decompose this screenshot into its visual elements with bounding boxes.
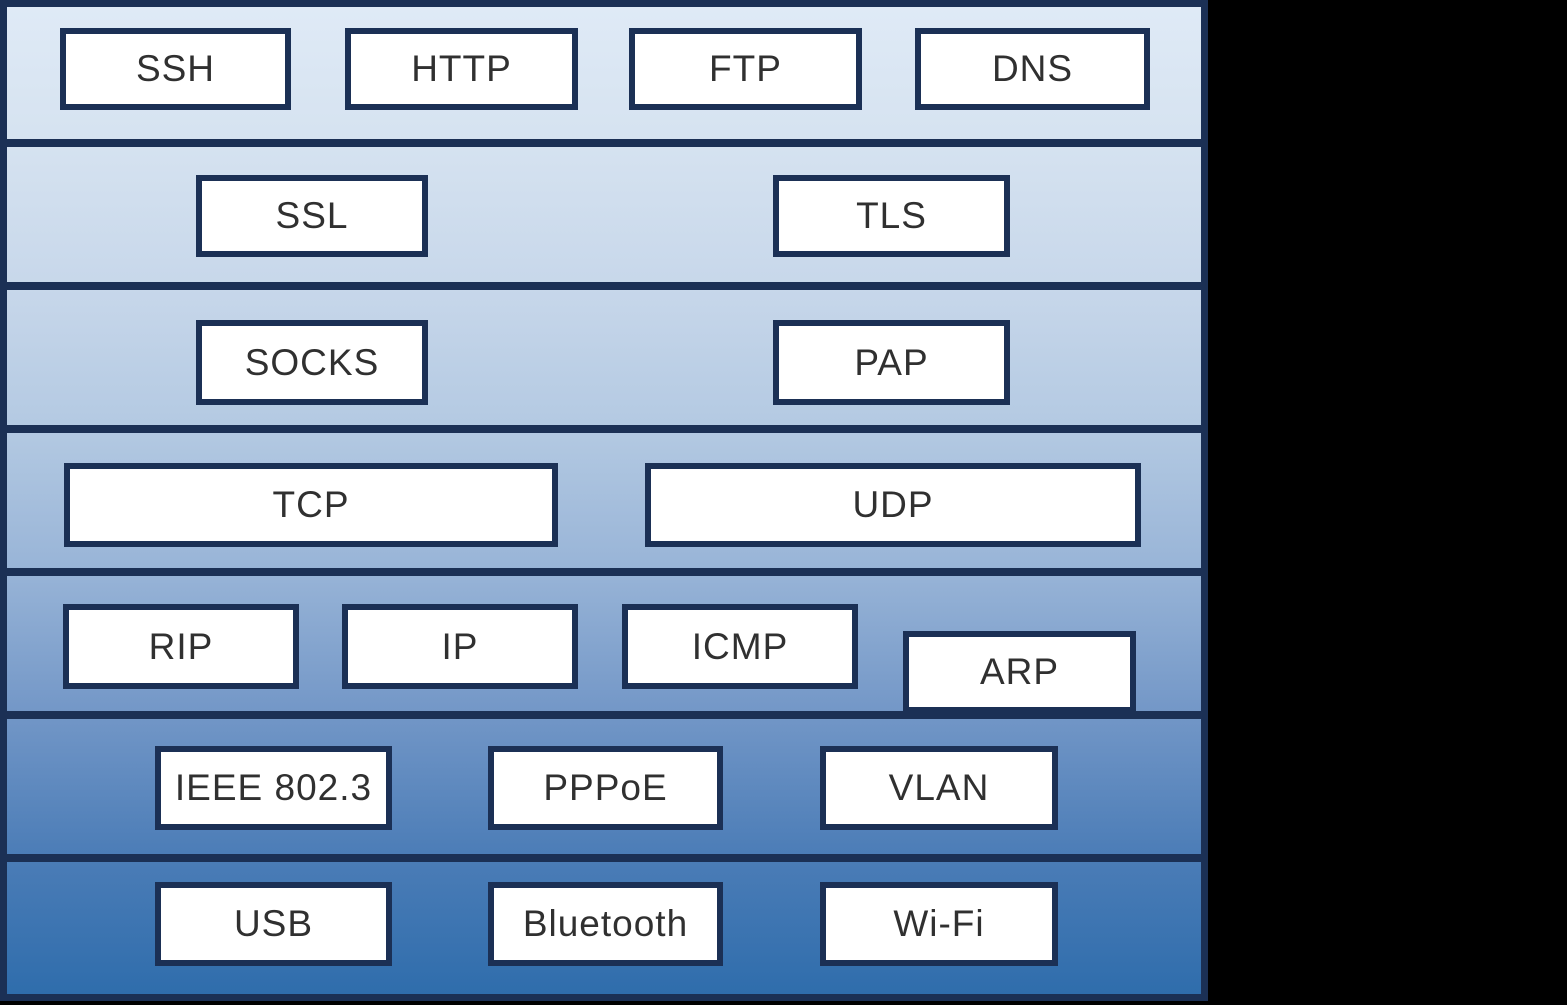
protocol-box-bluetooth: Bluetooth (488, 882, 723, 966)
protocol-label-bluetooth: Bluetooth (522, 903, 689, 944)
protocol-label-udp: UDP (852, 484, 934, 525)
protocol-box-tcp: TCP (64, 463, 558, 547)
protocol-stack-diagram: SSH HTTP FTP DNS SSL TLS SOCKS PAP TCP (0, 0, 1208, 1001)
protocol-label-tcp: TCP (272, 484, 350, 525)
protocol-box-udp: UDP (645, 463, 1141, 547)
protocol-label-rip: RIP (148, 625, 214, 667)
protocol-label-pap: PAP (854, 341, 929, 383)
protocol-label-arp: ARP (979, 651, 1060, 692)
protocol-box-dns: DNS (915, 28, 1150, 110)
protocol-label-ip: IP (441, 625, 479, 667)
protocol-box-vlan: VLAN (820, 746, 1058, 830)
protocol-box-tls: TLS (773, 175, 1010, 257)
layer-divider-6 (7, 854, 1201, 862)
protocol-label-ftp: FTP (709, 48, 782, 89)
protocol-label-ssh: SSH (135, 48, 216, 89)
protocol-label-dns: DNS (991, 48, 1074, 89)
layer-divider-4 (7, 568, 1201, 576)
protocol-box-pap: PAP (773, 320, 1010, 405)
protocol-box-arp: ARP (903, 631, 1136, 713)
protocol-label-pppoe: PPPoE (543, 767, 668, 808)
layer-divider-3 (7, 425, 1201, 433)
protocol-box-http: HTTP (345, 28, 578, 110)
protocol-box-ssl: SSL (196, 175, 428, 257)
protocol-box-rip: RIP (63, 604, 299, 689)
protocol-label-http: HTTP (411, 48, 512, 89)
protocol-label-wifi: Wi-Fi (893, 903, 985, 944)
protocol-box-usb: USB (155, 882, 392, 966)
protocol-box-socks: SOCKS (196, 320, 428, 405)
protocol-box-ssh: SSH (60, 28, 291, 110)
protocol-label-tls: TLS (856, 195, 927, 236)
protocol-label-socks: SOCKS (244, 341, 380, 383)
protocol-box-ip: IP (342, 604, 578, 689)
protocol-box-icmp: ICMP (622, 604, 858, 689)
protocol-box-ftp: FTP (629, 28, 862, 110)
protocol-label-ieee8023: IEEE 802.3 (174, 767, 373, 808)
protocol-label-icmp: ICMP (691, 625, 789, 667)
layer-divider-2 (7, 282, 1201, 290)
protocol-box-wifi: Wi-Fi (820, 882, 1058, 966)
protocol-label-vlan: VLAN (888, 767, 990, 808)
protocol-label-usb: USB (233, 903, 314, 944)
protocol-label-ssl: SSL (275, 195, 349, 236)
layer-divider-1 (7, 139, 1201, 147)
layer-divider-5 (7, 711, 1201, 719)
protocol-box-pppoe: PPPoE (488, 746, 723, 830)
protocol-box-ieee8023: IEEE 802.3 (155, 746, 392, 830)
